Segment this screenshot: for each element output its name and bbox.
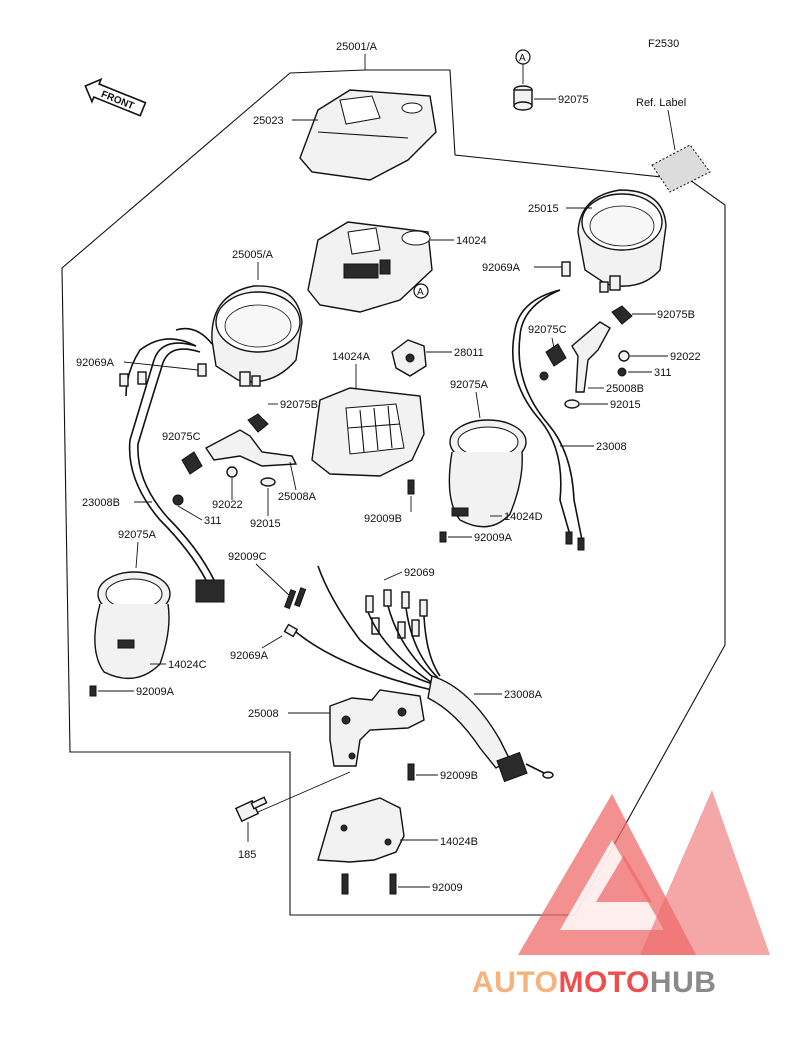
tachometer-25015 xyxy=(577,189,667,293)
label-23008a: 23008A xyxy=(504,689,543,701)
label-92069a-left: 92069A xyxy=(76,357,115,369)
ref-label-text: Ref. Label xyxy=(636,97,686,109)
watermark-text-hub: HUB xyxy=(650,966,717,999)
label-23008: 23008 xyxy=(596,441,627,453)
label-92009: 92009 xyxy=(432,882,463,894)
label-92069: 92069 xyxy=(404,567,435,579)
wire-terminal-left-1 xyxy=(119,373,129,387)
connector-23008b xyxy=(195,579,225,603)
label-92009a-right: 92009A xyxy=(474,532,513,544)
grommet-92075c-right xyxy=(545,343,567,367)
nut-311-left xyxy=(172,494,184,506)
cup-14024c xyxy=(94,571,171,680)
label-92009b-low: 92009B xyxy=(440,770,478,782)
bracket-25008a xyxy=(204,429,298,467)
grommet-92075c-left xyxy=(181,451,203,475)
bulb-92069a-left xyxy=(197,363,207,377)
front-arrow-icon: FRONT xyxy=(84,77,147,117)
grommet-92075 xyxy=(513,85,533,111)
label-92075a-left: 92075A xyxy=(118,529,157,541)
grommet-92075b-left xyxy=(247,413,269,433)
screw-92009b-mid xyxy=(407,479,415,495)
label-14024a: 14024A xyxy=(332,351,371,363)
label-14024c: 14024C xyxy=(168,659,207,671)
label-25001a: 25001/A xyxy=(336,41,378,53)
label-92075c-left: 92075C xyxy=(162,431,201,443)
label-23008b: 23008B xyxy=(82,497,120,509)
label-92075c-right: 92075C xyxy=(528,324,567,336)
marker-a-top-letter: A xyxy=(519,53,526,64)
label-92009c: 92009C xyxy=(228,551,267,563)
label-25008a: 25008A xyxy=(278,491,317,503)
label-92009a-left: 92009A xyxy=(136,686,175,698)
label-92022-right: 92022 xyxy=(670,351,701,363)
watermark-text-moto: MOTO xyxy=(558,966,649,999)
harness-23008b xyxy=(128,342,207,581)
watermark-text-auto: AUTO xyxy=(472,966,558,999)
upper-cover-25023 xyxy=(299,89,437,181)
wire-terminal-1 xyxy=(565,531,573,545)
automotohub-watermark: AUTOMOTOHUB xyxy=(472,790,770,999)
ref-label-sticker xyxy=(651,144,711,193)
lower-case-14024a xyxy=(311,387,425,477)
label-25008: 25008 xyxy=(248,708,279,720)
bracket-25008b xyxy=(571,321,611,393)
washer-92022-right xyxy=(618,350,630,362)
marker-a-mid-letter: A xyxy=(417,287,424,298)
label-92015-left: 92015 xyxy=(250,518,281,530)
label-185: 185 xyxy=(238,849,256,861)
label-25005a: 25005/A xyxy=(232,249,274,261)
bracket-cover-14024b xyxy=(317,797,405,863)
cup-14024d xyxy=(448,419,527,528)
label-92075a-right: 92075A xyxy=(450,379,489,391)
washer-92022-left xyxy=(226,466,238,478)
meter-case-14024 xyxy=(307,221,433,313)
label-311-left: 311 xyxy=(204,515,222,527)
screw-92009b-low xyxy=(407,763,415,781)
label-92075b-right: 92075B xyxy=(657,309,695,321)
label-14024b: 14024B xyxy=(440,836,478,848)
label-25023: 25023 xyxy=(253,115,284,127)
label-28011: 28011 xyxy=(454,347,484,359)
screw-92009-a xyxy=(341,873,349,895)
bolt-185 xyxy=(234,796,268,823)
bracket-25008 xyxy=(329,689,425,767)
svg-text:AUTOMOTOHUB: AUTOMOTOHUB xyxy=(472,966,716,999)
screws-92009c xyxy=(284,587,307,610)
wire-terminal-left-2 xyxy=(137,371,147,385)
nut-311-right xyxy=(617,367,627,377)
wire-terminal-2 xyxy=(577,537,585,551)
label-92022-left: 92022 xyxy=(212,499,243,511)
grommet-92075b-right xyxy=(611,305,633,325)
figure-code: F2530 xyxy=(648,38,679,50)
label-92075-top: 92075 xyxy=(558,94,589,106)
label-14024: 14024 xyxy=(456,235,487,247)
collar-92015-right xyxy=(564,399,580,409)
speedometer-25005a xyxy=(211,285,303,387)
label-92075b-left: 92075B xyxy=(280,399,318,411)
marker-a-mid xyxy=(413,283,429,299)
harness-23008 xyxy=(512,289,571,536)
label-92069a-lower: 92069A xyxy=(230,650,269,662)
label-25008b: 25008B xyxy=(606,383,644,395)
label-92015-right: 92015 xyxy=(610,399,641,411)
bulb-socket-28011 xyxy=(391,339,427,377)
label-25015: 25015 xyxy=(528,203,559,215)
screw-92009a-left xyxy=(89,685,97,697)
harness-23008a xyxy=(295,565,554,783)
screw-92009a-right xyxy=(439,531,447,543)
collar-92015-left xyxy=(260,477,276,487)
label-14024d: 14024D xyxy=(504,511,543,523)
bulb-92069a-right xyxy=(561,261,571,277)
label-92069a-right: 92069A xyxy=(482,262,521,274)
bulb-92069a-lower xyxy=(283,623,299,638)
label-311-right: 311 xyxy=(654,367,672,379)
label-92009b-mid: 92009B xyxy=(364,513,402,525)
screw-92009-b xyxy=(389,873,397,895)
nut-right xyxy=(539,371,549,381)
